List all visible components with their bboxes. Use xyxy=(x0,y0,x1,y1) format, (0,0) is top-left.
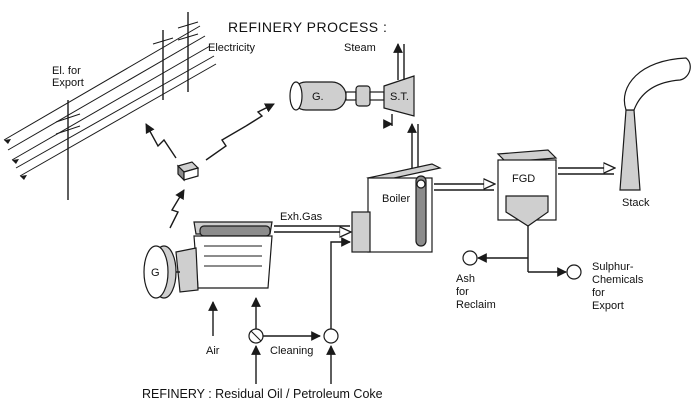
label-generator-gt: G. xyxy=(312,91,324,103)
transformer-box xyxy=(176,161,200,182)
label-fgd: FGD xyxy=(512,173,535,185)
diagram-title: REFINERY PROCESS : xyxy=(228,19,387,35)
stack xyxy=(619,57,691,191)
label-sulphur: Sulphur- xyxy=(592,261,634,273)
label-sulphur-export: Export xyxy=(592,300,624,312)
label-boiler: Boiler xyxy=(382,193,410,205)
label-export: Export xyxy=(52,77,84,89)
fgd-unit: FGD xyxy=(496,149,558,227)
label-sulphur-chemicals: Chemicals xyxy=(592,274,644,286)
label-ash: Ash xyxy=(456,273,475,285)
label-sulphur-for: for xyxy=(592,287,605,299)
fgd-outputs xyxy=(462,226,582,280)
fuel-lines xyxy=(248,237,351,384)
gas-generator: G. xyxy=(289,81,385,111)
generator: G xyxy=(143,245,177,299)
label-ash-reclaim: Reclaim xyxy=(456,299,496,311)
label-electricity: Electricity xyxy=(208,42,256,54)
label-air: Air xyxy=(206,345,220,357)
label-steam-turbine: S.T. xyxy=(390,91,409,103)
label-cleaning: Cleaning xyxy=(270,345,313,357)
label-ash-for: for xyxy=(456,286,469,298)
label-steam: Steam xyxy=(344,42,376,54)
label-generator: G xyxy=(151,267,160,279)
steam-turbine: S.T. xyxy=(383,43,415,129)
boiler: Boiler xyxy=(351,163,442,253)
label-exh-gas: Exh.Gas xyxy=(280,211,323,223)
label-el-for: El. for xyxy=(52,65,81,77)
electric-links xyxy=(145,103,275,229)
label-stack: Stack xyxy=(622,197,650,209)
engine xyxy=(170,221,273,293)
power-lines xyxy=(3,12,217,200)
footer-caption: REFINERY : Residual Oil / Petroleum Coke xyxy=(142,387,383,401)
